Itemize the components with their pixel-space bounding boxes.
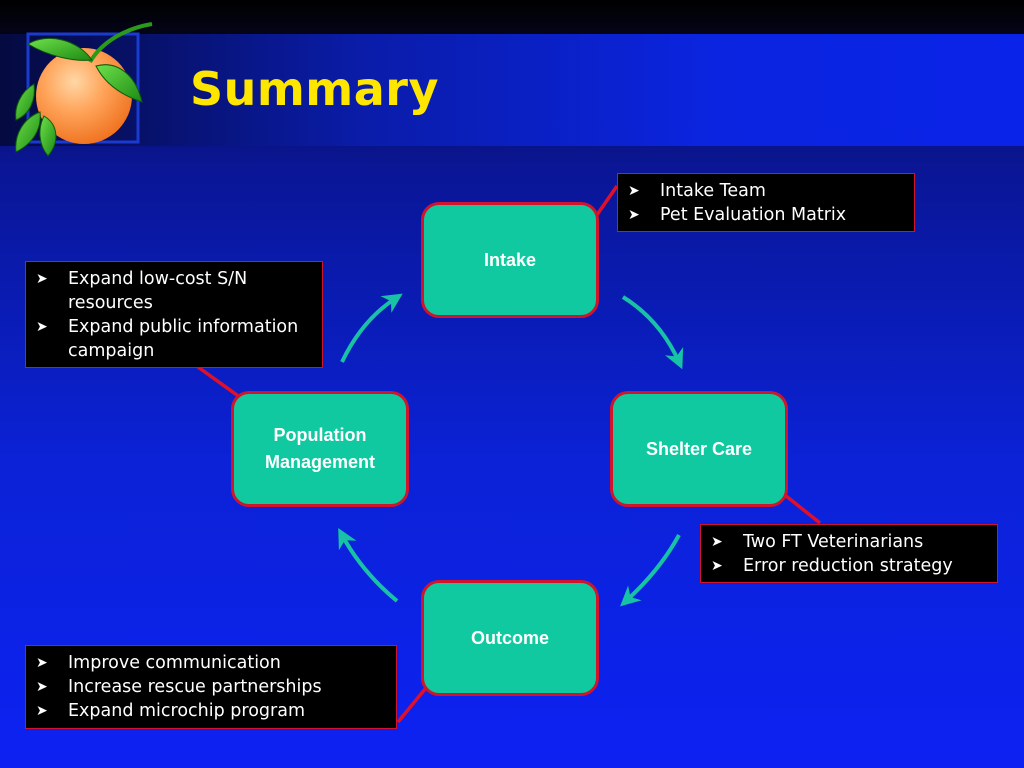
- node-population-line-1: Population: [273, 425, 367, 445]
- cycle-arrow-population-to-intake: [340, 293, 403, 363]
- node-population-management-label: Population Management: [253, 422, 387, 476]
- arrowhead-bullet-icon: ➤: [711, 558, 723, 574]
- list-item: ➤Error reduction strategy: [711, 556, 953, 576]
- list-item: ➤Expand microchip program: [36, 701, 306, 721]
- arrowhead-bullet-icon: ➤: [628, 207, 640, 223]
- node-population-management: Population Management: [231, 391, 409, 507]
- note-shelter-care: ➤Two FT Veterinarians ➤Error reduction s…: [700, 524, 998, 583]
- top-bar: [0, 0, 1024, 34]
- arrowhead-bullet-icon: ➤: [36, 679, 48, 695]
- node-shelter-care: Shelter Care: [610, 391, 788, 507]
- orange-logo-icon: [15, 22, 153, 157]
- cycle-arrow-outcome-to-population: [338, 527, 399, 603]
- node-population-line-2: Management: [264, 452, 376, 472]
- node-outcome: Outcome: [421, 580, 599, 696]
- note-intake-list: ➤Intake Team ➤Pet Evaluation Matrix: [626, 179, 906, 227]
- list-item: ➤Expand low-cost S/N resources: [36, 269, 248, 313]
- header-band: [0, 34, 1024, 146]
- arrowhead-bullet-icon: ➤: [628, 183, 640, 199]
- list-item: ➤Pet Evaluation Matrix: [628, 205, 847, 225]
- note-population-list: ➤Expand low-cost S/N resources ➤Expand p…: [34, 267, 314, 363]
- note-shelter-list: ➤Two FT Veterinarians ➤Error reduction s…: [709, 530, 989, 578]
- arrowhead-bullet-icon: ➤: [36, 271, 48, 287]
- note-intake: ➤Intake Team ➤Pet Evaluation Matrix: [617, 173, 915, 232]
- node-intake: Intake: [421, 202, 599, 318]
- note-outcome-list: ➤Improve communication ➤Increase rescue …: [34, 651, 388, 723]
- arrowhead-bullet-icon: ➤: [36, 703, 48, 719]
- list-item: ➤Increase rescue partnerships: [36, 677, 322, 697]
- arrowhead-bullet-icon: ➤: [711, 534, 723, 550]
- cycle-arrow-shelter-to-outcome: [620, 534, 681, 607]
- list-item: ➤Intake Team: [628, 181, 766, 201]
- node-outcome-label: Outcome: [470, 627, 549, 648]
- list-item: ➤Improve communication: [36, 653, 281, 673]
- list-item: ➤Expand public information campaign: [36, 317, 299, 361]
- arrowhead-bullet-icon: ➤: [36, 319, 48, 335]
- node-shelter-care-label: Shelter Care: [645, 438, 753, 459]
- cycle-arrow-intake-to-shelter: [621, 295, 684, 370]
- node-intake-label: Intake: [483, 249, 537, 270]
- note-outcome: ➤Improve communication ➤Increase rescue …: [25, 645, 397, 729]
- list-item: ➤Two FT Veterinarians: [711, 532, 924, 552]
- slide-title: Summary: [190, 62, 439, 116]
- arrowhead-bullet-icon: ➤: [36, 655, 48, 671]
- note-population-management: ➤Expand low-cost S/N resources ➤Expand p…: [25, 261, 323, 368]
